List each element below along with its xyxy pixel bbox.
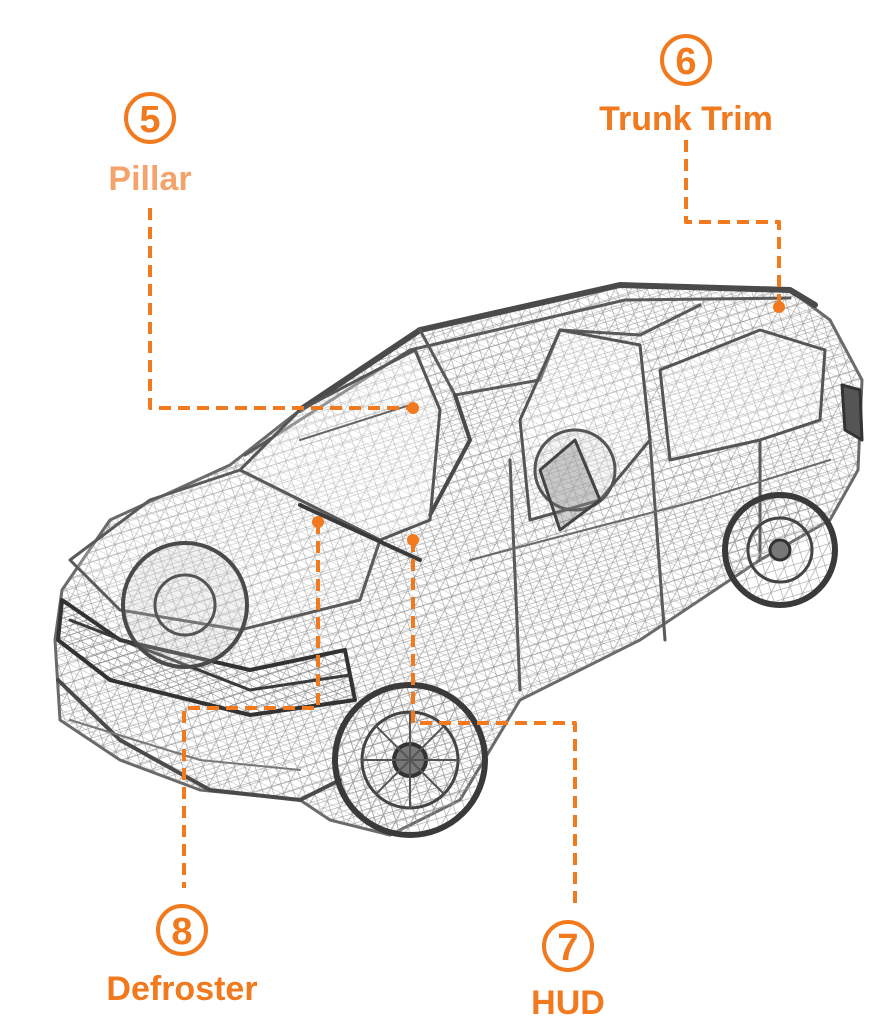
number-badge — [542, 920, 594, 972]
wireframe-suv-icon — [53, 282, 864, 838]
callout-number: 6 — [675, 41, 696, 83]
number-badge — [156, 904, 208, 956]
callout-hud: 7 HUD — [531, 920, 605, 1022]
leader-trunk-trim — [684, 140, 781, 305]
callout-leaders — [148, 140, 781, 905]
number-badge — [124, 92, 176, 144]
callout-number: 7 — [557, 927, 578, 969]
callout-number: 5 — [139, 99, 160, 141]
callout-pillar: 5 Pillar — [108, 92, 192, 198]
dot-defroster — [312, 516, 324, 528]
callout-number: 8 — [171, 911, 192, 953]
dot-trunk-trim — [773, 301, 785, 313]
callout-trunk-trim: 6 Trunk Trim — [599, 34, 773, 138]
callout-label: Pillar — [108, 160, 191, 198]
front-far-wheel-icon — [121, 541, 249, 669]
callout-label: Defroster — [106, 970, 257, 1008]
callout-defroster: 8 Defroster — [106, 904, 258, 1008]
rear-wheel-icon — [722, 492, 838, 608]
number-badge — [660, 34, 712, 86]
callout-dots — [312, 301, 785, 546]
callout-label: Trunk Trim — [599, 100, 773, 138]
dot-pillar — [407, 402, 419, 414]
front-wheel-icon — [332, 682, 488, 838]
dot-hud — [407, 534, 419, 546]
leader-defroster — [182, 522, 320, 888]
leader-pillar — [148, 208, 413, 410]
callout-label: HUD — [531, 984, 605, 1022]
